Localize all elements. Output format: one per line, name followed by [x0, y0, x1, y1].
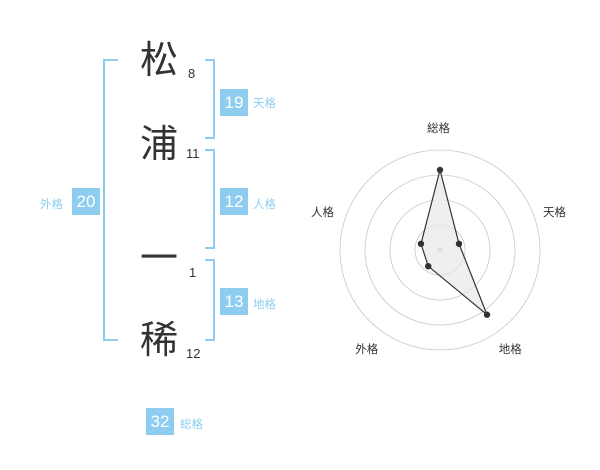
soukaku-label: 総格 [180, 417, 203, 431]
soukaku-value: 32 [146, 408, 174, 435]
gaikaku-value: 20 [72, 188, 100, 215]
radar-point-4 [417, 240, 425, 248]
radar-axis-label-jinkaku: 人格 [310, 205, 334, 220]
radar-axis-label-chikaku: 地格 [498, 341, 522, 356]
tenkaku-label: 天格 [253, 96, 276, 110]
radar-point-0 [436, 166, 444, 174]
tenkaku-value: 19 [220, 89, 248, 116]
radar-point-3 [425, 262, 432, 270]
radar-point-2 [483, 311, 491, 318]
gaikaku-label: 外格 [40, 197, 63, 211]
jinkaku-bracket [205, 149, 215, 249]
radar-ring [339, 149, 541, 351]
radar-chart [339, 149, 541, 351]
stroke-count-1: 8 [188, 66, 196, 81]
tenkaku-bracket [205, 59, 215, 139]
chikaku-label: 地格 [253, 297, 276, 311]
name-char-1: 松 [139, 38, 178, 82]
radar-axis-label-tenkaku: 天格 [543, 205, 567, 220]
gaikaku-bracket [103, 59, 118, 341]
radar-series-polygon [420, 169, 488, 316]
stroke-count-2: 11 [186, 146, 200, 161]
name-char-4: 稀 [139, 318, 178, 362]
radar-axis-label-soukaku: 総格 [427, 121, 450, 135]
jinkaku-label: 人格 [253, 197, 276, 211]
name-char-2: 浦 [139, 122, 178, 166]
stroke-count-4: 12 [186, 346, 201, 361]
chikaku-value: 13 [220, 288, 248, 315]
radar-axis-label-gaikaku: 外格 [355, 341, 379, 356]
chikaku-bracket [205, 259, 215, 341]
radar-point-1 [455, 240, 463, 248]
jinkaku-value: 12 [220, 188, 248, 215]
name-char-3: 一 [139, 236, 178, 280]
stroke-count-3: 1 [189, 265, 197, 280]
